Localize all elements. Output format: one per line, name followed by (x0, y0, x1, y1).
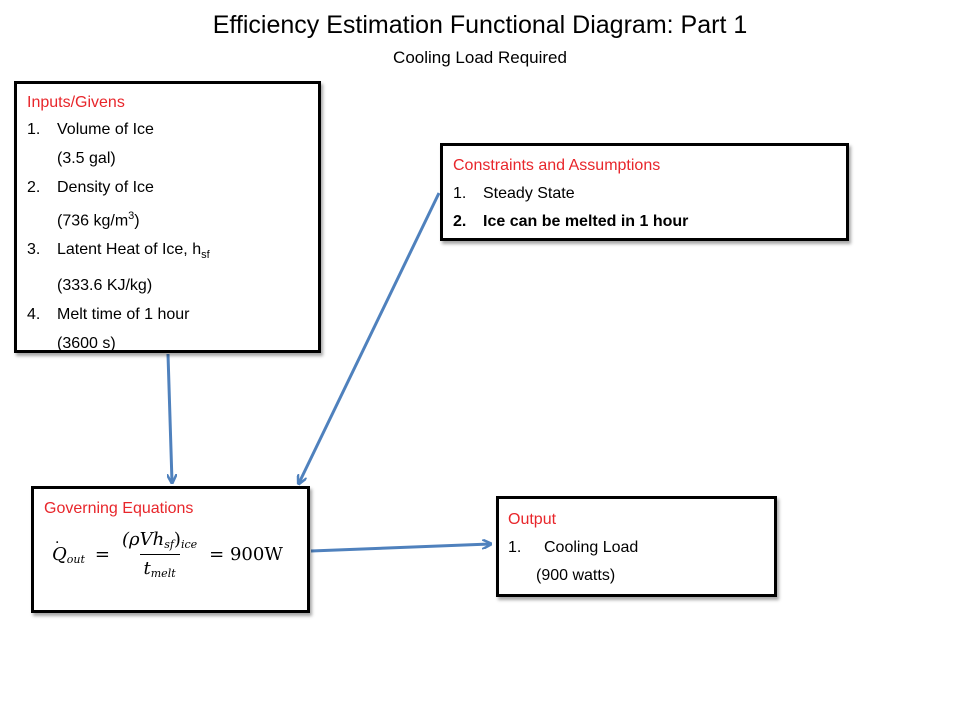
item-detail: (3.5 gal) (57, 150, 116, 167)
constraints-assumptions-box: Constraints and Assumptions 1. Steady St… (440, 143, 849, 241)
inputs-list: 1. Volume of Ice (3.5 gal) 2. Density of… (27, 115, 318, 358)
equation-result: = 900W (209, 544, 283, 565)
arrow-inputs-to-equations (166, 353, 172, 482)
list-item: 2. Ice can be melted in 1 hour (453, 208, 846, 236)
diagram-subtitle: Cooling Load Required (393, 48, 567, 67)
output-box: Output 1. Cooling Load (900 watts) (496, 496, 777, 597)
item-label: Melt time of 1 hour (57, 305, 190, 323)
output-heading: Output (508, 511, 557, 528)
equation-numerator: (ρVhsf)ice (122, 529, 198, 551)
constraints-list: 1. Steady State 2. Ice can be melted in … (453, 180, 846, 236)
cooling-load-equation: ·Qout = (ρVhsf)ice tmelt = 900W (52, 529, 283, 580)
item-number: 2. (453, 213, 467, 230)
inputs-heading: Inputs/Givens (27, 94, 125, 111)
arrow-constraints-to-equations (299, 192, 441, 483)
list-item: 2. Density of Ice (736 kg/m3) (27, 173, 318, 235)
inputs-givens-box: Inputs/Givens 1. Volume of Ice (3.5 gal)… (14, 81, 321, 353)
item-number: 1. (453, 185, 467, 202)
arrow-equations-to-output (310, 544, 490, 553)
equation-fraction: (ρVhsf)ice tmelt (118, 529, 201, 580)
governing-equations-box: Governing Equations ·Qout = (ρVhsf)ice t… (31, 486, 310, 613)
item-detail: (333.6 KJ/kg) (57, 276, 153, 294)
item-detail: (3600 s) (57, 334, 116, 352)
governing-heading: Governing Equations (44, 500, 194, 517)
item-label: Cooling Load (544, 539, 639, 556)
item-label: Latent Heat of Ice, hsf (57, 241, 210, 262)
item-detail: (736 kg/m3) (57, 210, 140, 230)
item-detail: (900 watts) (536, 567, 616, 584)
list-item: 1. Steady State (453, 180, 846, 208)
item-number: 1. (508, 539, 522, 556)
diagram-title: Efficiency Estimation Functional Diagram… (212, 11, 748, 39)
list-item: 1. Volume of Ice (3.5 gal) (27, 115, 318, 173)
list-item: 3. Latent Heat of Ice, hsf (333.6 KJ/kg) (27, 235, 318, 299)
item-label: Ice can be melted in 1 hour (483, 213, 689, 230)
equation-lhs: ·Qout (52, 534, 85, 566)
item-label: Steady State (483, 185, 575, 202)
list-item: 1. Cooling Load (900 watts) (508, 534, 774, 590)
item-number: 1. (27, 121, 41, 138)
item-label: Volume of Ice (57, 121, 154, 138)
item-label: Density of Ice (57, 179, 154, 196)
item-number: 2. (27, 179, 41, 196)
equation-denominator: tmelt (139, 554, 180, 580)
constraints-heading: Constraints and Assumptions (453, 157, 661, 174)
list-item: 4. Melt time of 1 hour (3600 s) (27, 300, 318, 358)
output-list: 1. Cooling Load (900 watts) (508, 534, 774, 590)
item-number: 4. (27, 305, 41, 323)
item-number: 3. (27, 241, 41, 259)
